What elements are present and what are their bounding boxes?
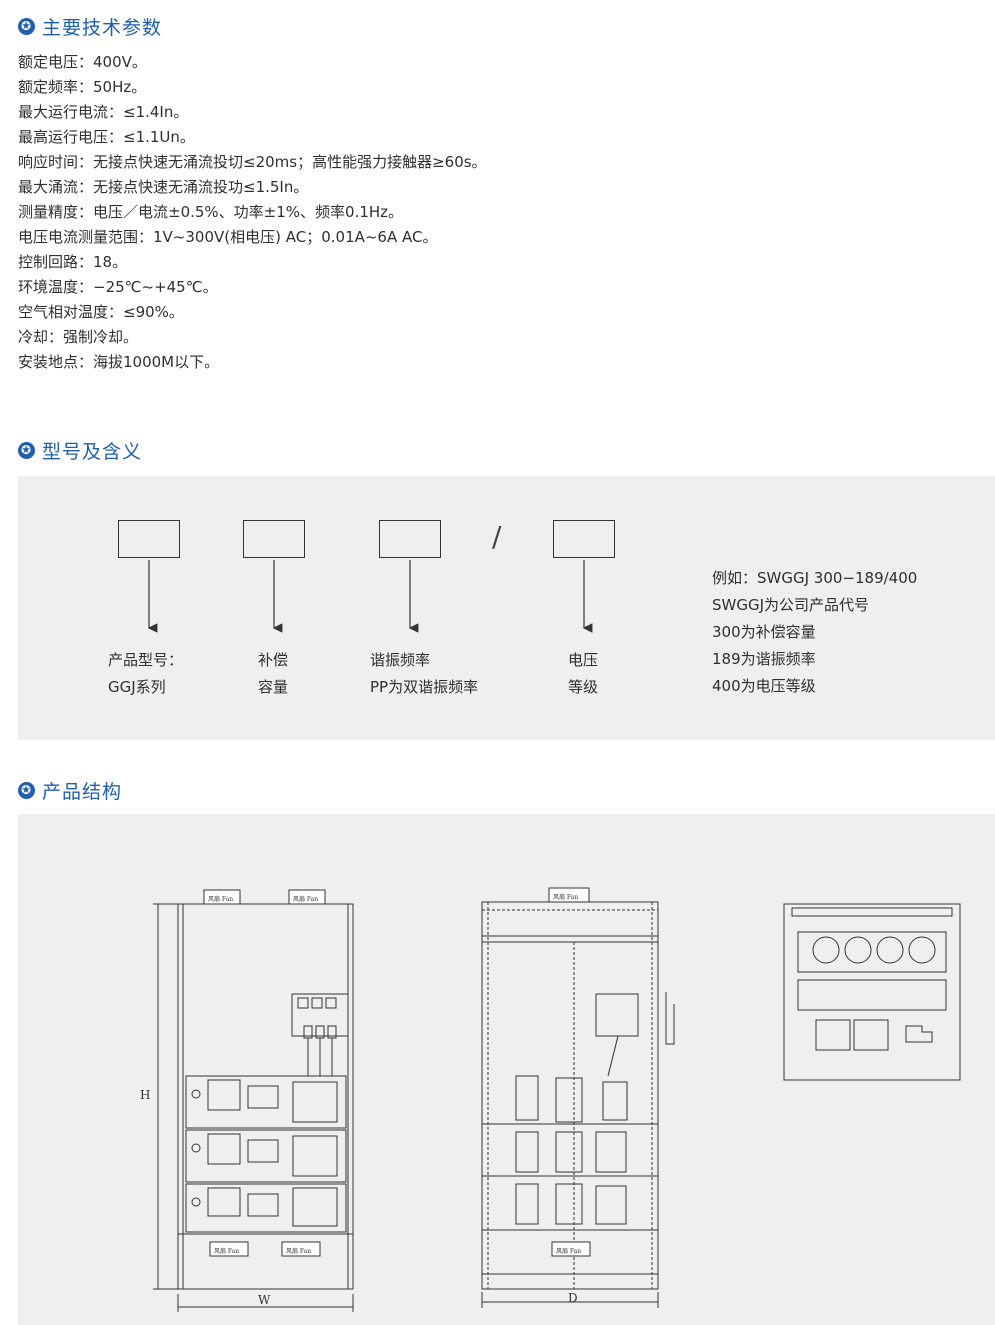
example-line: 189为谐振频率 [712,650,816,668]
model-panel: / 产品型号： GGJ系列 补偿 容量 谐振频率 PP为双谐振频率 电压 等级 … [18,476,995,740]
model-example: 例如：SWGGJ 300−189/400 SWGGJ为公司产品代号 300为补偿… [712,565,917,700]
label-line: GGJ系列 [108,678,166,696]
model-code-box [379,520,441,558]
example-line: 400为电压等级 [712,677,816,695]
model-arrows [147,560,593,633]
spec-item: 电压电流测量范围：1V~300V(相电压) AC；0.01A~6A AC。 [18,228,438,246]
structure-drawings: 风扇 Fan 风扇 Fan [140,887,961,1312]
fan-label: 风扇 Fan [293,895,318,903]
model-label-voltage: 电压 等级 [568,647,598,701]
label-line: 补偿 [258,651,289,669]
fan-label: 风扇 Fan [214,1247,239,1255]
star-icon: ✪ [18,442,35,459]
spec-item: 环境温度：−25℃~+45℃。 [18,278,218,296]
star-icon: ✪ [18,18,35,35]
model-code-box [243,520,305,558]
spec-item: 最高运行电压：≤1.1Un。 [18,128,195,146]
fan-label: 风扇 Fan [286,1247,311,1255]
model-slash: / [492,520,502,553]
structure-section-title: ✪ 产品结构 [18,777,122,804]
spec-item: 最大涌流：无接点快速无涌流投功≤1.5In。 [18,178,309,196]
top-view-drawing [783,903,961,1081]
model-code-box [118,520,180,558]
label-line: 产品型号： [108,651,184,669]
example-line: 300为补偿容量 [712,623,816,641]
fan-label: 风扇 Fan [556,1247,581,1255]
dimension-width-label: W [258,1293,271,1307]
spec-item: 测量精度：电压／电流±0.5%、功率±1%、频率0.1Hz。 [18,203,404,221]
model-title-text: 型号及含义 [42,441,143,463]
fan-label: 风扇 Fan [553,893,578,901]
label-line: PP为双谐振频率 [370,678,479,696]
spec-item: 控制回路：18。 [18,253,128,271]
label-line: 电压 [568,651,599,669]
spec-item: 额定频率：50Hz。 [18,78,147,96]
model-label-frequency: 谐振频率 PP为双谐振频率 [370,647,478,701]
specs-section-title: ✪ 主要技术参数 [18,13,162,40]
example-line: SWGGJ为公司产品代号 [712,596,870,614]
dimension-depth-label: D [568,1291,578,1305]
dimension-height-label: H [140,1088,150,1102]
spec-item: 冷却：强制冷却。 [18,328,139,346]
label-line: 谐振频率 [370,651,431,669]
specs-title-text: 主要技术参数 [42,17,163,39]
side-view-drawing: 风扇 Fan [481,887,675,1308]
front-view-drawing: 风扇 Fan 风扇 Fan [140,889,354,1312]
example-line: 例如：SWGGJ 300−189/400 [712,569,918,587]
spec-item: 空气相对温度：≤90%。 [18,303,184,321]
specs-list: 额定电压：400V。 额定频率：50Hz。 最大运行电流：≤1.4In。 最高运… [18,50,487,375]
label-line: 容量 [258,678,289,696]
spec-item: 最大运行电流：≤1.4In。 [18,103,189,121]
model-label-product: 产品型号： GGJ系列 [108,647,183,701]
model-code-box [553,520,615,558]
label-line: 等级 [568,678,599,696]
spec-item: 响应时间：无接点快速无涌流投切≤20ms；高性能强力接触器≥60s。 [18,153,487,171]
spec-item: 额定电压：400V。 [18,53,147,71]
model-label-capacity: 补偿 容量 [258,647,288,701]
model-section-title: ✪ 型号及含义 [18,437,142,464]
star-icon: ✪ [18,782,35,799]
structure-title-text: 产品结构 [42,781,123,803]
spec-item: 安装地点：海拔1000M以下。 [18,353,220,371]
fan-label: 风扇 Fan [208,895,233,903]
structure-panel: 风扇 Fan 风扇 Fan [18,814,995,1325]
